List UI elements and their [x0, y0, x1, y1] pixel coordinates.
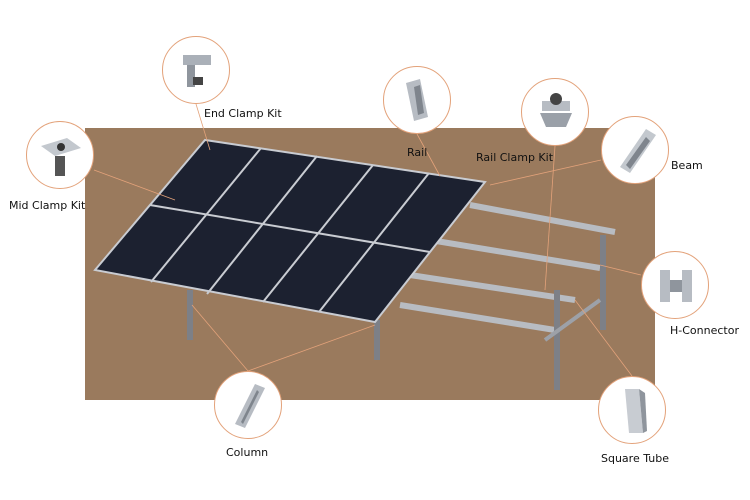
columns [187, 235, 606, 390]
beam-label: Beam [671, 159, 703, 172]
square-tube-image [598, 376, 666, 444]
rail-label: Rail [407, 146, 428, 159]
mid-clamp-kit-label: Mid Clamp Kit [9, 199, 86, 212]
column-label: Column [226, 446, 269, 459]
end-clamp-kit-image [162, 36, 230, 104]
mid-clamp-kit-image [26, 121, 94, 189]
rail-clamp-kit-image [521, 78, 589, 146]
rail-image [383, 66, 451, 134]
leader-lines [93, 103, 642, 377]
brace [543, 298, 602, 342]
end-clamp-kit-label: End Clamp Kit [204, 107, 282, 120]
square-tube-label: Square Tube [601, 452, 669, 465]
beam-image [601, 116, 669, 184]
solar-panels [93, 138, 487, 324]
column-image [214, 371, 282, 439]
rail-clamp-kit-label: Rail Clamp Kit [476, 151, 554, 164]
rails [399, 202, 616, 333]
h-connector-label: H-Connector [670, 324, 739, 337]
h-connector-image [641, 251, 709, 319]
